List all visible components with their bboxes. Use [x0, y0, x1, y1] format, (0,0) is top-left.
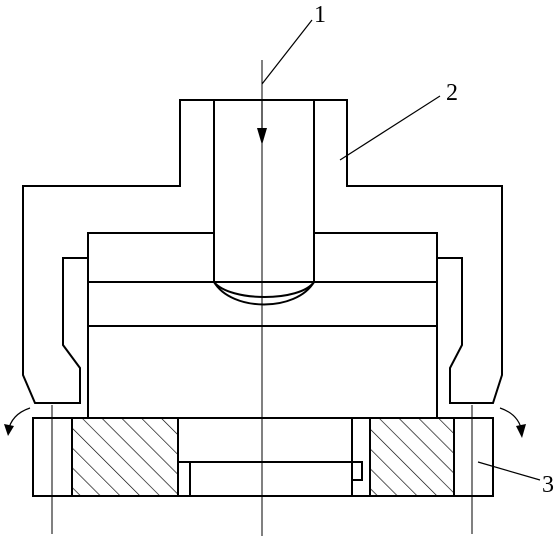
leader-3 — [477, 461, 541, 481]
label-3: 3 — [542, 472, 554, 498]
upper-die-body-right — [313, 99, 503, 404]
bottom-plate — [177, 461, 353, 497]
down-arrow-icon — [257, 128, 267, 145]
rubber-pad-upper — [87, 232, 215, 283]
lower-die-right-hatch — [370, 418, 454, 496]
label-1: 1 — [314, 2, 326, 28]
label-2: 2 — [446, 80, 458, 106]
punch-tip-arc — [213, 281, 315, 306]
lower-die-left-hatch — [72, 418, 178, 496]
rubber-pad-upper-right — [313, 232, 438, 283]
upper-die-body — [22, 99, 215, 404]
leader-1 — [261, 19, 313, 85]
leader-2 — [339, 95, 441, 161]
